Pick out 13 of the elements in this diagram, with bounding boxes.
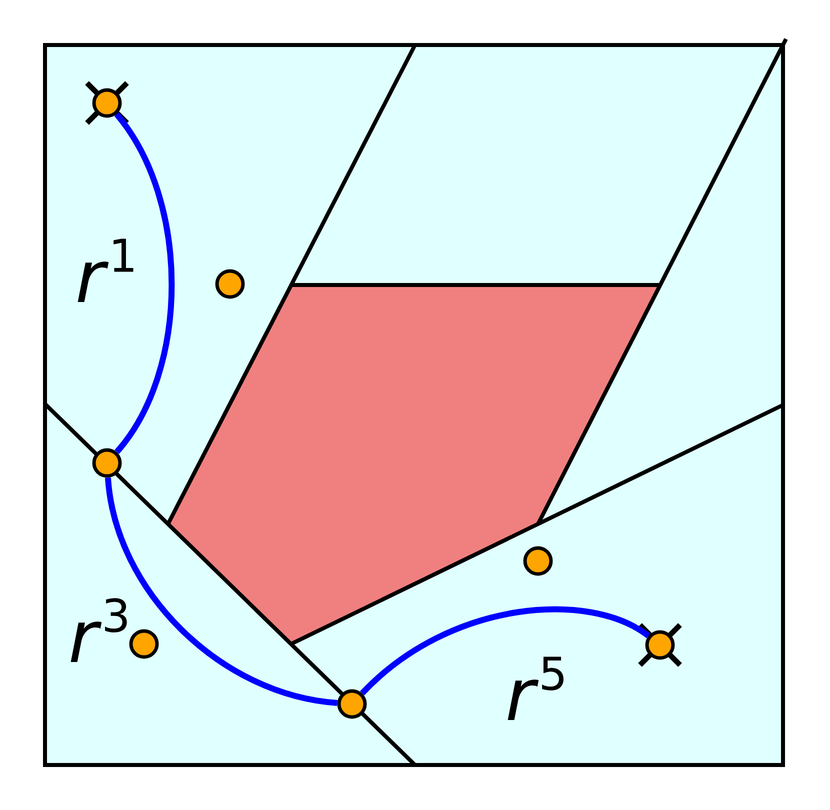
dot — [645, 630, 675, 660]
curve — [114, 112, 175, 454]
dot — [523, 546, 553, 576]
math-label: r$^{5}$ — [508, 656, 564, 720]
dot — [129, 629, 159, 659]
curve — [360, 606, 650, 696]
dot — [92, 448, 122, 478]
dot — [215, 269, 245, 299]
dot — [337, 689, 367, 719]
math-label: r$^{1}$ — [78, 238, 134, 302]
math-label: r$^{3}$ — [70, 598, 127, 662]
curve — [104, 477, 338, 706]
dot — [92, 88, 122, 118]
